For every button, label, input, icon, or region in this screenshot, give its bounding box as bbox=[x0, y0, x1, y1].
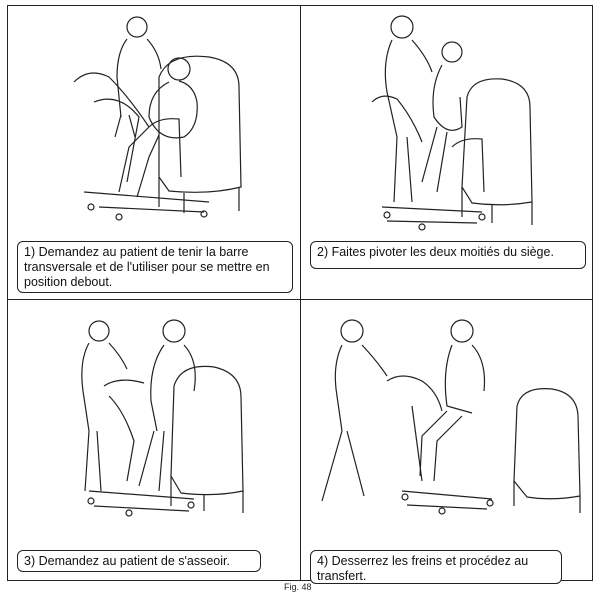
step-4-panel: 4) Desserrez les freins et procédez au t… bbox=[302, 301, 592, 591]
vertical-divider bbox=[300, 6, 301, 580]
horizontal-divider bbox=[8, 299, 592, 300]
step-4-caption: 4) Desserrez les freins et procédez au t… bbox=[310, 550, 562, 584]
step-1-panel: 1) Demandez au patient de tenir la barre… bbox=[9, 7, 299, 297]
step-3-caption: 3) Demandez au patient de s'asseoir. bbox=[17, 550, 261, 572]
step-2-panel: 2) Faites pivoter les deux moitiés du si… bbox=[302, 7, 592, 297]
step-2-illustration bbox=[371, 15, 533, 231]
step-2-caption: 2) Faites pivoter les deux moitiés du si… bbox=[310, 241, 586, 269]
step-4-illustration bbox=[321, 319, 581, 515]
step-3-illustration bbox=[81, 319, 244, 517]
step-3-panel: 3) Demandez au patient de s'asseoir. bbox=[9, 301, 299, 591]
instruction-grid: 1) Demandez au patient de tenir la barre… bbox=[7, 5, 593, 584]
step-1-caption: 1) Demandez au patient de tenir la barre… bbox=[17, 241, 293, 293]
figure-label: Fig. 48 bbox=[284, 582, 312, 592]
step-1-illustration bbox=[73, 16, 242, 221]
